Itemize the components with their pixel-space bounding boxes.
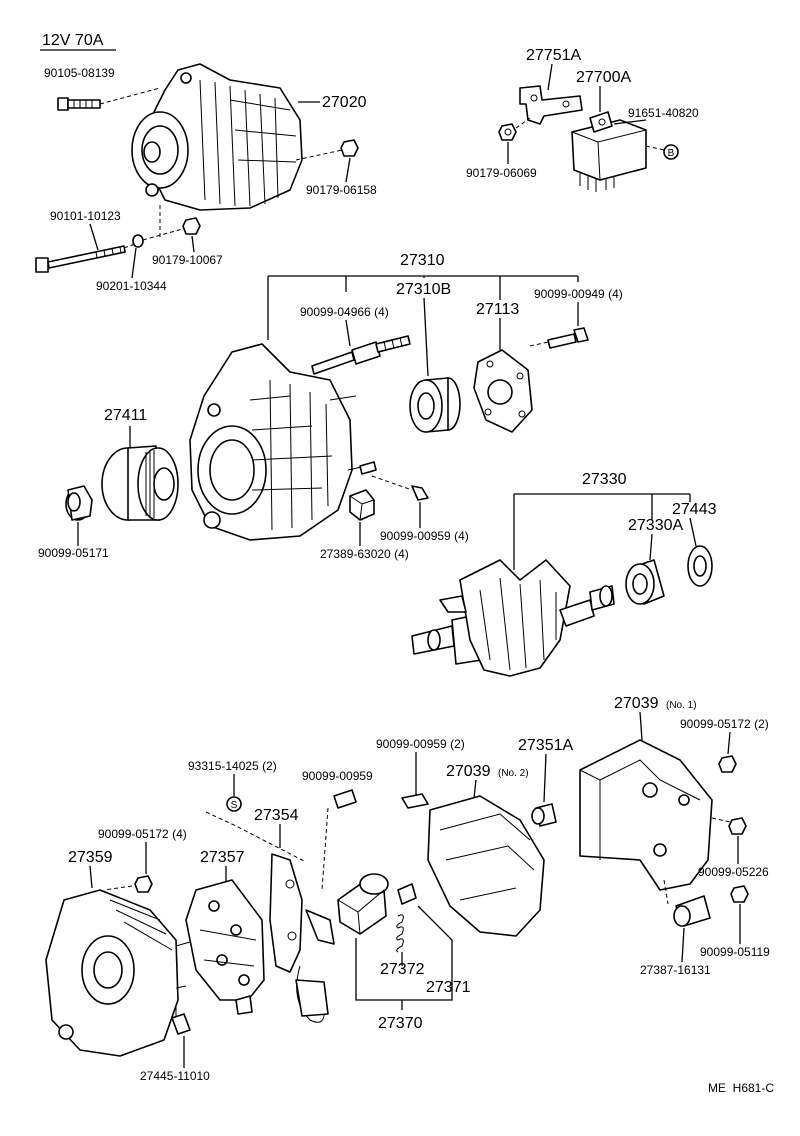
spec-title: 12V 70A (42, 32, 104, 49)
nut-90179-06158 (295, 139, 359, 161)
nut-90099-05226 (728, 817, 747, 835)
insulator-27389-63020 (349, 489, 375, 521)
terminal-27445-11010 (171, 1006, 191, 1035)
label-27330: 27330 (582, 471, 627, 488)
label-90099-05172-4: 90099-05172 (4) (98, 827, 187, 841)
label-90099-00959: 90099-00959 (302, 769, 373, 783)
bracket-27751A (519, 85, 583, 125)
label-27411: 27411 (104, 407, 147, 424)
label-90201-10344: 90201-10344 (96, 279, 167, 293)
screw-90099-04966 (311, 335, 411, 375)
svg-text:B: B (668, 148, 675, 159)
label-27443: 27443 (672, 501, 717, 518)
brush-27371 (397, 883, 417, 905)
retainer-27113 (473, 349, 533, 433)
pulley-27411 (101, 445, 179, 521)
label-27445-11010: 27445-11010 (140, 1069, 210, 1083)
label-91651-40820: 91651-40820 (628, 106, 699, 120)
label-27372: 27372 (380, 961, 425, 978)
alternator-assembly (131, 63, 303, 211)
regulator-27700A (571, 111, 647, 192)
label-27370: 27370 (378, 1015, 423, 1032)
nut-90099-05172-4 (134, 875, 153, 893)
label-90179-10067: 90179-10067 (152, 253, 223, 267)
bolt-90101-10123 (35, 205, 201, 273)
label-27310B: 27310B (396, 281, 451, 298)
label-90099-05119: 90099-05119 (700, 945, 770, 959)
nut-90179-10067 (182, 217, 201, 235)
label-27354: 27354 (254, 807, 299, 824)
end-cover-no1 (579, 739, 713, 891)
mark-b: B (645, 144, 679, 160)
label-90099-05171: 90099-05171 (38, 546, 109, 560)
bolt-90105-08139 (57, 87, 161, 111)
label-27357: 27357 (200, 849, 245, 866)
end-cover-no2 (427, 795, 545, 937)
label-90105-08139: 90105-08139 (44, 66, 115, 80)
bearing-27330A (625, 559, 665, 605)
label-90101-10123: 90101-10123 (50, 209, 121, 223)
collar-90099-05171 (65, 485, 93, 521)
mark-s: S (226, 796, 242, 812)
label-27039-no2-note: (No. 2) (498, 768, 529, 779)
bearing-27310B (409, 377, 461, 433)
label-27330A: 27330A (628, 517, 683, 534)
label-90179-06069: 90179-06069 (466, 166, 537, 180)
rear-end-frame-27359 (45, 889, 191, 1057)
nut-90099-05172-2 (718, 755, 737, 773)
label-27387-16131: 27387-16131 (640, 963, 711, 977)
spring-27372 (396, 914, 404, 953)
drive-end-frame (189, 343, 367, 541)
rotor-27330 (411, 559, 615, 677)
label-90099-00959-4: 90099-00959 (4) (380, 529, 469, 543)
label-90099-04966: 90099-04966 (4) (300, 305, 389, 319)
label-90099-05172-2: 90099-05172 (2) (680, 717, 769, 731)
bushing-27387-16131 (663, 879, 711, 927)
label-27113: 27113 (476, 301, 519, 318)
label-27039-no1-note: (No. 1) (666, 700, 697, 711)
screw-90099-00959 (333, 789, 357, 809)
label-27359: 27359 (68, 849, 113, 866)
label-90099-00959-2: 90099-00959 (2) (376, 737, 465, 751)
label-27389-63020: 27389-63020 (4) (320, 547, 409, 561)
brush-holder-27370 (337, 873, 417, 953)
label-90179-06158: 90179-06158 (306, 183, 377, 197)
label-90099-00949: 90099-00949 (4) (534, 287, 623, 301)
diagram-code: ME H681-C (708, 1081, 774, 1095)
screw-90099-00959-4 (359, 461, 429, 501)
washer-90201-10344 (132, 234, 144, 248)
insulator-27351A (531, 803, 557, 827)
rectifier-27357 (185, 879, 265, 1015)
svg-text:S: S (231, 800, 238, 811)
screw-90099-00959-2 (401, 793, 429, 809)
cover-27443 (687, 545, 713, 587)
rectifier-holder-27354 (269, 853, 335, 1023)
nut-90099-05119 (730, 885, 749, 903)
label-27020: 27020 (322, 94, 367, 111)
label-27351A: 27351A (518, 737, 573, 754)
label-27700A: 27700A (576, 69, 631, 86)
screw-90099-00949 (529, 327, 589, 349)
label-27039-no1: 27039 (614, 695, 659, 712)
label-27039-no2: 27039 (446, 763, 491, 780)
nut-90179-06069 (498, 117, 531, 141)
label-27310: 27310 (400, 252, 445, 269)
label-90099-05226: 90099-05226 (698, 865, 769, 879)
label-93315-14025: 93315-14025 (2) (188, 759, 277, 773)
label-27751A: 27751A (526, 47, 581, 64)
label-27371: 27371 (426, 979, 471, 996)
